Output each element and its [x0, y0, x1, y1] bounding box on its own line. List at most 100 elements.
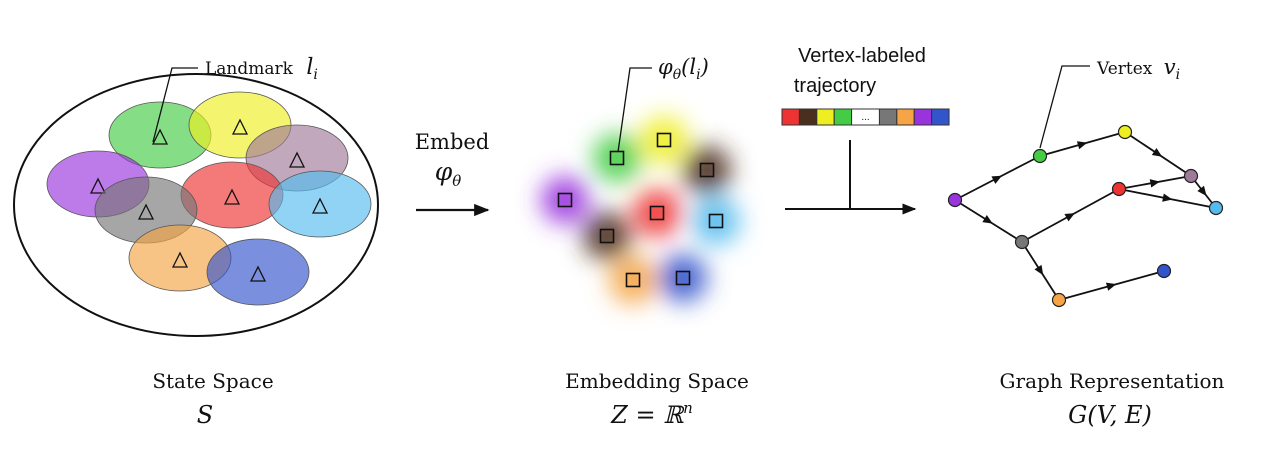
graph-node-mauve: [1183, 168, 1199, 184]
landmark-triangle: [288, 151, 306, 168]
graph-edge-arrowhead: [991, 175, 1002, 184]
captions: State Space S Embedding Space Z = ℝn Gra…: [152, 369, 1224, 429]
embedded-landmark-square: [675, 270, 691, 286]
embedding-points: [557, 132, 724, 288]
trajectory-cell-purple: [913, 108, 933, 126]
embedded-landmark-square: [599, 228, 615, 244]
graph-edge-red-mauve: [1125, 176, 1185, 189]
embed-step: Embed φθ: [415, 130, 490, 217]
landmark-triangle: [171, 251, 189, 268]
landmark-triangle: [151, 128, 169, 145]
embedded-landmark-square: [609, 150, 625, 166]
embedding-space-title: Embedding Space: [565, 369, 749, 393]
trajectory-cell-orange: [896, 108, 915, 126]
graph-nodes: [947, 124, 1224, 308]
landmark-label: Landmark li: [205, 55, 318, 83]
graph-edge-arrowhead: [1076, 141, 1088, 150]
trajectory-cell-yellow: [816, 108, 835, 126]
state-space-panel: Landmark li: [13, 55, 379, 337]
trajectory-title-line2: trajectory: [794, 75, 876, 97]
landmark-triangle: [231, 118, 249, 135]
graph-edge-arrowhead: [982, 214, 993, 224]
embedding-blobs: [541, 116, 740, 304]
graph-edge-gray-orange: [1024, 246, 1057, 296]
state-space-title: State Space: [152, 369, 273, 393]
graph-node-red: [1111, 181, 1127, 197]
embedding-blob-brown: [683, 146, 731, 194]
graph-title: Graph Representation: [1000, 369, 1225, 393]
graph-edge-arrowhead: [1034, 264, 1044, 276]
graph-edge-purple-green: [960, 158, 1035, 198]
landmark-triangle: [89, 177, 107, 194]
graph-edge-mauve-lightblue: [1194, 180, 1213, 204]
landmark-regions: [46, 91, 372, 306]
trajectory-step: Vertex-labeled trajectory ...: [781, 45, 950, 215]
embedding-blob-blue: [659, 254, 707, 302]
embedding-blob-yellow: [640, 116, 688, 164]
trajectory-cell-red: [781, 108, 800, 126]
graph-edge-red-lightblue: [1125, 189, 1210, 208]
landmark-region-red: [180, 161, 284, 229]
graph-node-lightblue: [1208, 200, 1224, 216]
embed-label: Embed: [415, 130, 490, 154]
embedding-blob-orange: [609, 256, 657, 304]
embedding-space-panel: φθ(li): [541, 55, 740, 304]
embedding-blob-brown: [583, 212, 631, 260]
landmark-triangle: [249, 265, 267, 282]
graph-node-purple: [947, 192, 963, 208]
vertex-label: Vertex vi: [1096, 55, 1180, 83]
embedding-blob-lightblue: [692, 197, 740, 245]
graph-edge-yellow-mauve: [1129, 134, 1187, 174]
graph-node-yellow: [1117, 124, 1133, 140]
embedded-landmark-square: [699, 162, 715, 178]
graph-edge-arrowhead: [1197, 185, 1207, 196]
trajectory-cell-green: [833, 108, 853, 126]
embedded-landmark-square: [708, 213, 724, 229]
landmark-callout: Landmark li: [152, 55, 318, 143]
graph-edge-arrowhead: [1105, 282, 1117, 291]
graph-node-orange: [1051, 292, 1067, 308]
landmark-region-blue: [206, 238, 310, 306]
embedded-landmark-square: [625, 272, 641, 288]
landmark-region-green: [108, 101, 212, 169]
graph-node-gray: [1014, 234, 1030, 250]
landmark-region-lightblue: [268, 170, 372, 238]
embedding-blob-red: [633, 189, 681, 237]
state-space-symbol: S: [197, 401, 213, 429]
graph-edge-orange-blue: [1065, 271, 1158, 300]
graph-node-green: [1032, 148, 1048, 164]
trajectory-cell-blue: [931, 108, 950, 126]
embed-symbol: φθ: [435, 157, 462, 190]
embedding-blob-green: [593, 134, 641, 182]
trajectory-cell-gray: [878, 108, 898, 126]
embedding-space-symbol: Z = ℝn: [610, 399, 693, 429]
graph-edge-arrowhead: [1162, 193, 1173, 202]
graph-node-blue: [1156, 263, 1172, 279]
embedded-landmark-square: [557, 192, 573, 208]
graph-edge-arrowhead: [1149, 179, 1160, 188]
trajectory-ellipsis-cell: ...: [851, 108, 880, 126]
landmark-triangle: [223, 188, 241, 205]
trajectory-strip: ...: [781, 108, 950, 126]
embedding-blob-purple: [541, 176, 589, 224]
graph-edge-arrowhead: [1151, 147, 1163, 157]
trajectory-title-line1: Vertex-labeled: [798, 45, 926, 67]
state-space-boundary: [13, 73, 379, 337]
landmark-triangle: [311, 197, 329, 214]
embedded-landmark-label: φθ(li): [658, 55, 709, 83]
graph-edge-purple-gray: [960, 202, 1017, 240]
vertex-callout: Vertex vi: [1039, 55, 1180, 149]
landmark-triangle: [137, 203, 155, 220]
embedded-landmark-square: [649, 205, 665, 221]
graph-edge-green-yellow: [1046, 132, 1119, 156]
embedded-landmark-square: [656, 132, 672, 148]
graph-panel: Vertex vi: [947, 55, 1224, 308]
trajectory-cell-brown: [798, 108, 818, 126]
graph-symbol: G(V, E): [1068, 401, 1152, 429]
graph-edge-gray-red: [1027, 191, 1114, 240]
trajectory-ellipsis: ...: [861, 112, 869, 123]
embedded-landmark-callout: φθ(li): [617, 55, 709, 153]
graph-edges: [960, 132, 1213, 300]
graph-edge-arrowhead: [1064, 213, 1075, 222]
